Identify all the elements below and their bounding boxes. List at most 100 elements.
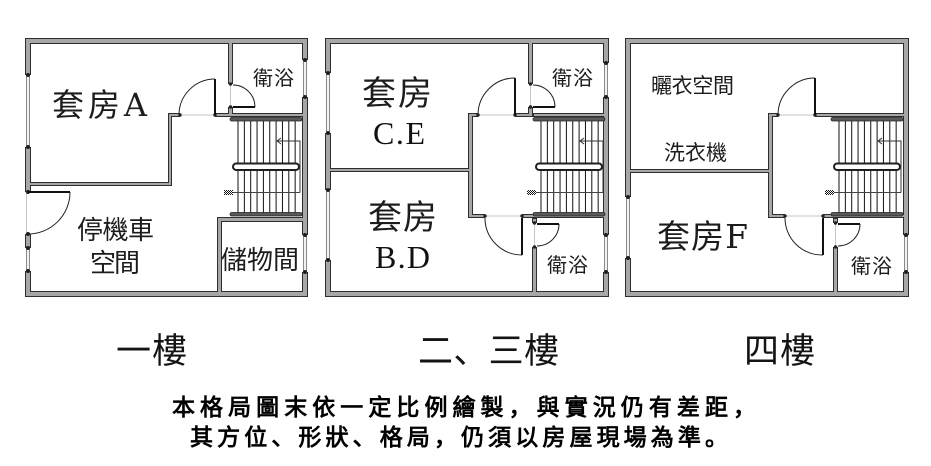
door-jamb-dot — [483, 214, 487, 218]
door-jamb-dot — [228, 82, 233, 86]
window-jamb-dot — [303, 270, 307, 274]
door-jamb-dot — [833, 245, 838, 249]
wall — [169, 114, 179, 116]
room-label-storage: 儲物間 — [221, 246, 299, 276]
wall — [529, 108, 532, 116]
door-swing-arc — [477, 77, 516, 116]
floor-2-3-plan: 套房 C.E 套房 B.D 衛浴 衛浴 二、三樓 — [325, 38, 609, 372]
wall — [834, 248, 837, 296]
exterior-door-opening — [25, 192, 31, 234]
window-pane — [303, 234, 307, 273]
wall — [834, 219, 837, 222]
door-swing-arc — [232, 84, 256, 108]
window-pane — [904, 234, 908, 273]
wall — [326, 39, 330, 296]
door-jamb-dot — [528, 105, 533, 109]
wall — [469, 114, 477, 116]
disclaimer-note: 本格局圖末依一定比例繪製，與實況仍有差距， 其方位、形狀、格局，仍須以房屋現場為… — [172, 394, 756, 451]
wall — [469, 215, 484, 217]
room-label-suite-bd-line1: 套房 — [368, 198, 437, 238]
door-jamb-dot — [228, 105, 233, 109]
window-jamb-dot — [26, 246, 30, 250]
room-label-bathroom-lower: 衛浴 — [547, 253, 588, 277]
stair-direction-arrowhead-icon — [579, 137, 585, 145]
wall — [326, 39, 608, 43]
room-label-drying-area: 曬衣空間 — [651, 74, 734, 98]
stair-handrail-bottom — [532, 212, 606, 217]
stair-landing-rail — [833, 162, 901, 171]
room-label-parking-line2: 空間 — [90, 249, 140, 279]
room-label-washing-machine: 洗衣機 — [664, 141, 727, 165]
door-swing-arc — [178, 78, 216, 116]
window-jamb-dot — [904, 233, 908, 237]
window-jamb-dot — [604, 233, 608, 237]
wall — [604, 39, 608, 296]
window-jamb-dot — [26, 73, 30, 77]
stair-handrail-bottom — [229, 212, 303, 217]
window-jamb-dot — [303, 95, 307, 99]
floor-1-plan: 套房A 衛浴 停機車 空間 儲物間 一樓 — [25, 38, 308, 372]
floor-4-structure — [625, 38, 909, 297]
window-jamb-dot — [604, 270, 608, 274]
wall — [769, 215, 784, 217]
stair-direction-line — [878, 140, 902, 193]
floor-label-4f: 四樓 — [744, 332, 815, 372]
stair-start-marker — [224, 190, 233, 195]
wall — [218, 218, 221, 296]
window-jamb-dot — [326, 71, 330, 75]
wall — [326, 292, 608, 296]
wall — [769, 114, 772, 217]
door-swing-arc — [777, 77, 816, 116]
wall — [529, 39, 532, 83]
floor-1-structure — [25, 38, 308, 297]
room-label-suite-ce-line1: 套房 — [362, 74, 432, 114]
door-swing-arc — [784, 217, 824, 256]
window-jamb-dot — [26, 269, 30, 273]
wall — [26, 292, 307, 296]
wall — [26, 39, 307, 43]
wall — [26, 39, 30, 296]
stair-handrail-top — [532, 117, 606, 122]
disclaimer-line-1: 本格局圖末依一定比例繪製，與實況仍有差距， — [172, 394, 756, 421]
wall — [26, 183, 171, 185]
wall — [904, 39, 908, 296]
room-label-bathroom-upper: 衛浴 — [552, 66, 593, 90]
door-jamb-dot — [532, 221, 537, 225]
window-pane — [326, 189, 330, 261]
stair-handrail-top — [830, 117, 904, 122]
window-jamb-dot — [326, 258, 330, 262]
room-label-suite-a: 套房A — [52, 86, 148, 124]
door-swing-arc — [27, 191, 71, 235]
wall — [626, 39, 908, 43]
window-jamb-dot — [303, 58, 307, 62]
door-swing-arc — [536, 223, 560, 247]
window-pane — [626, 196, 630, 259]
door-jamb-dot — [532, 245, 537, 249]
stair-handrail-bottom — [830, 212, 904, 217]
stair-direction-arrowhead-icon — [276, 137, 282, 145]
stair-landing-rail — [535, 162, 603, 171]
wall — [229, 108, 232, 116]
door-jamb-dot — [821, 214, 825, 218]
floor-label-2f-3f: 二、三樓 — [418, 332, 559, 372]
wall — [533, 248, 536, 296]
wall — [626, 170, 772, 172]
wall — [469, 114, 472, 217]
wall — [218, 218, 307, 221]
window-jamb-dot — [626, 256, 630, 260]
wall — [169, 114, 171, 185]
room-label-suite-bd-line2: B.D — [375, 239, 430, 275]
wall — [626, 292, 908, 296]
room-label-suite-ce-line2: C.E — [373, 115, 425, 151]
wall — [229, 39, 232, 83]
stair-direction-arrowhead-icon — [877, 137, 883, 145]
floor-4-plan: 曬衣空間 洗衣機 套房F 衛浴 四樓 — [625, 38, 909, 372]
window-pane — [604, 62, 608, 98]
window-jamb-dot — [604, 61, 608, 65]
stair-landing-rail — [232, 162, 300, 171]
stair-direction-line — [277, 140, 301, 193]
door-swing-arc — [484, 217, 523, 256]
wall — [769, 114, 777, 116]
